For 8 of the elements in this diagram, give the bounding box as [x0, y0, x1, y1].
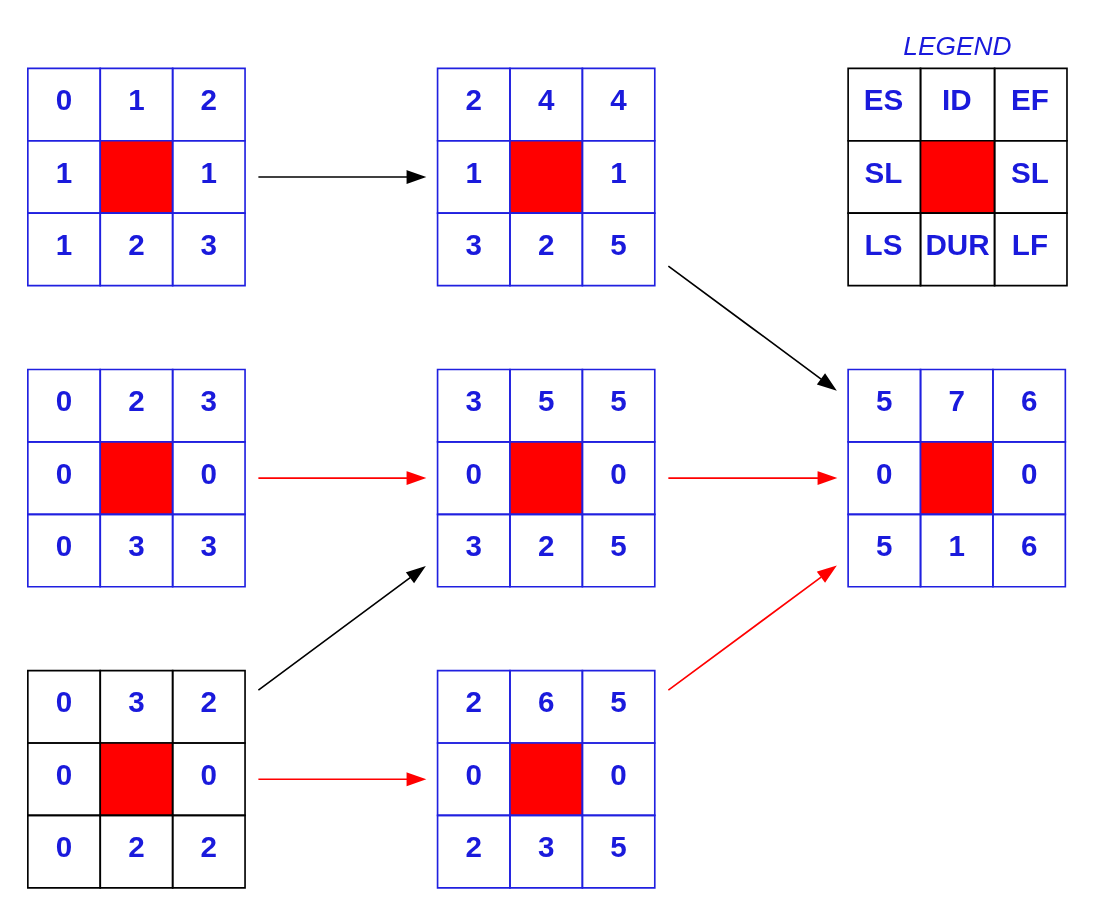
arrow — [257, 565, 426, 691]
arrow — [667, 565, 837, 691]
arrow — [667, 264, 837, 391]
arrow — [257, 771, 427, 786]
arrow — [257, 470, 427, 485]
arrow — [257, 169, 427, 184]
arrow — [667, 470, 838, 485]
node-label: LEGEND — [903, 30, 1012, 61]
